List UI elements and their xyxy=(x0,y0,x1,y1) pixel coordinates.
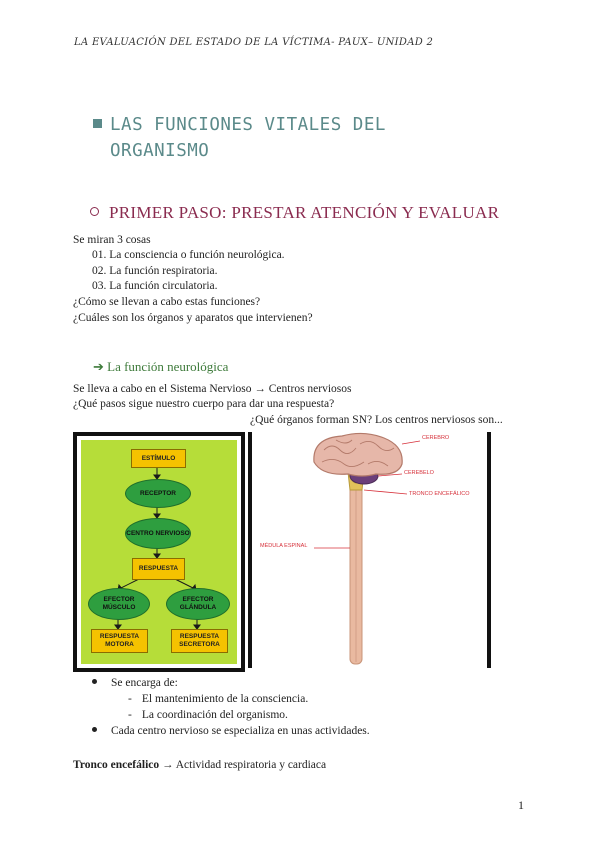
label-cerebro: CEREBRO xyxy=(422,435,450,441)
flow-centro-nervioso: CENTRO NERVIOSO xyxy=(125,518,191,549)
square-bullet-icon xyxy=(93,119,102,128)
flow-efector-musculo: EFECTOR MÚSCULO xyxy=(88,588,150,620)
dash-icon: - xyxy=(128,693,132,705)
question-1: ¿Cómo se llevan a cabo estas funciones? xyxy=(73,296,261,308)
brain-spine-illustration xyxy=(313,432,421,665)
flow-respuesta: RESPUESTA xyxy=(132,558,185,580)
sub-item: -El mantenimiento de la consciencia. xyxy=(128,692,308,708)
bullet-text: Cada centro nervioso se especializa en u… xyxy=(111,725,370,737)
flow-efector-glandula: EFECTOR GLÁNDULA xyxy=(166,588,230,620)
question-2: ¿Cuáles son los órganos y aparatos que i… xyxy=(73,312,313,324)
bullet-item: Se encarga de: xyxy=(92,676,178,692)
paragraph-2: ¿Qué pasos sigue nuestro cuerpo para dar… xyxy=(73,398,335,410)
tronco-line: Tronco encefálico → Actividad respirator… xyxy=(73,758,326,774)
list-item: 03. La función circulatoria. xyxy=(92,280,218,292)
bullet-text: Se encarga de: xyxy=(111,677,178,689)
circle-bullet-icon xyxy=(90,207,99,216)
page-header: LA EVALUACIÓN DEL ESTADO DE LA VÍCTIMA- … xyxy=(74,37,434,48)
bullet-dot-icon xyxy=(92,727,97,732)
dash-icon: - xyxy=(128,709,132,721)
paragraph-3: ¿Qué órganos forman SN? Los centros nerv… xyxy=(250,414,503,426)
intro-text: Se miran 3 cosas xyxy=(73,234,151,246)
label-tronco: TRONCO ENCEFÁLICO xyxy=(409,491,470,497)
label-cerebelo: CEREBELO xyxy=(404,470,434,476)
sub-item-text: La coordinación del organismo. xyxy=(141,709,288,721)
list-item: 02. La función respiratoria. xyxy=(92,265,218,277)
tronco-rest: → Actividad respiratoria y cardiaca xyxy=(159,759,327,771)
sub-item: -La coordinación del organismo. xyxy=(128,708,288,724)
bullet-dot-icon xyxy=(92,679,97,684)
section-title: LAS FUNCIONES VITALES DEL ORGANISMO xyxy=(93,112,386,164)
flow-respuesta-secretora: RESPUESTA SECRETORA xyxy=(171,629,228,653)
sub-item-text: El mantenimiento de la consciencia. xyxy=(141,693,309,705)
flow-receptor: RECEPTOR xyxy=(125,479,191,508)
label-medula: MÉDULA ESPINAL xyxy=(260,543,308,549)
title-line-1: LAS FUNCIONES VITALES DEL xyxy=(110,115,386,135)
nervous-system-image: CEREBRO CEREBELO TRONCO ENCEFÁLICO MÉDUL… xyxy=(248,432,491,668)
list-item: 01. La consciencia o función neurológica… xyxy=(92,249,285,261)
title-line-2: ORGANISMO xyxy=(110,141,210,161)
flowchart-image: ESTÍMULO RECEPTOR CENTRO NERVIOSO RESPUE… xyxy=(73,432,245,672)
paragraph-1: Se lleva a cabo en el Sistema Nervioso →… xyxy=(73,383,352,395)
flow-respuesta-motora: RESPUESTA MOTORA xyxy=(91,629,148,653)
bullet-item: Cada centro nervioso se especializa en u… xyxy=(92,724,370,740)
neuro-section-title: ➔ La función neurológica xyxy=(93,359,229,374)
flow-estimulo: ESTÍMULO xyxy=(131,449,186,468)
subsection-title: PRIMER PASO: PRESTAR ATENCIÓN Y EVALUAR xyxy=(90,203,499,223)
page-number: 1 xyxy=(518,798,524,812)
tronco-bold: Tronco encefálico xyxy=(73,759,160,771)
subtitle-text: PRIMER PASO: PRESTAR ATENCIÓN Y EVALUAR xyxy=(109,203,500,222)
